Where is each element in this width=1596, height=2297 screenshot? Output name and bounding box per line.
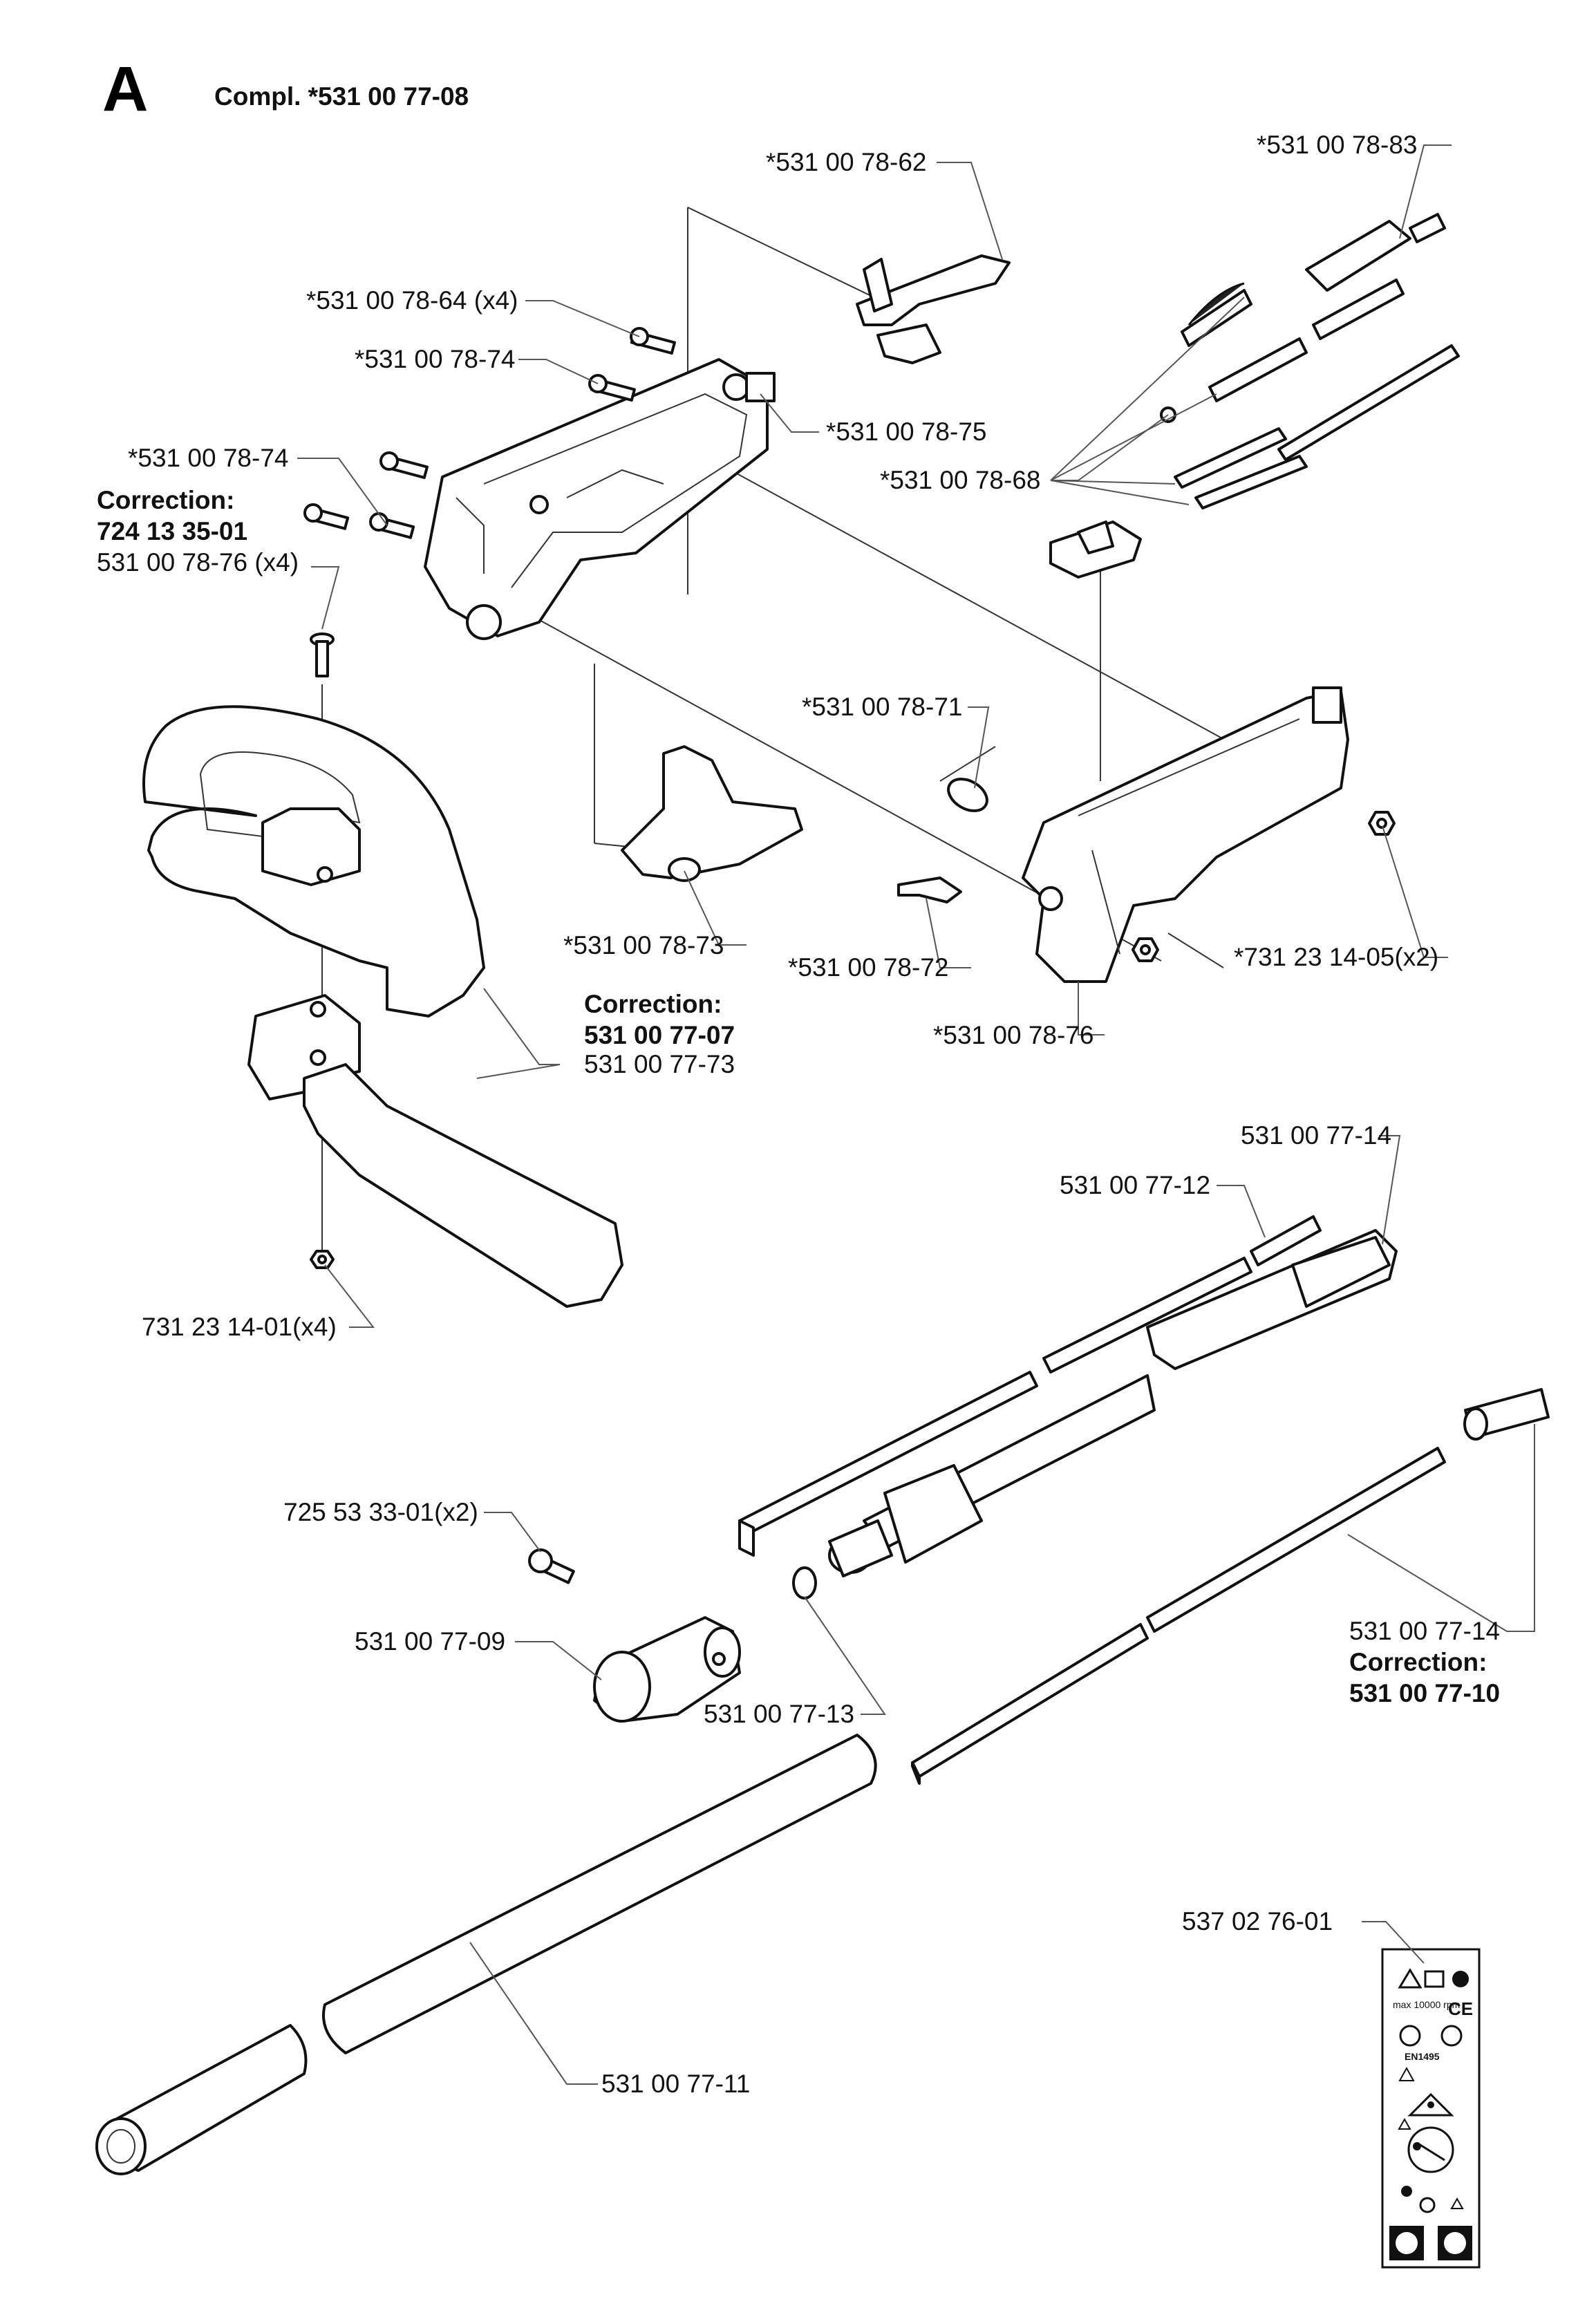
label-537-02-76-01: 537 02 76-01 <box>1182 1907 1333 1935</box>
label-531-00-78-72: *531 00 78-72 <box>788 953 948 982</box>
nut-icon <box>1132 937 1159 962</box>
label-531-00-77-14-top: 531 00 77-14 <box>1241 1121 1391 1150</box>
throttle-cable <box>1160 213 1460 509</box>
recycle-icon <box>1399 2025 1421 2047</box>
screw-icon <box>310 632 335 677</box>
label-531-00-78-62: *531 00 78-62 <box>766 148 926 176</box>
decal-ce: CE <box>1448 1998 1473 2019</box>
label-531-00-77-14-bottom: 531 00 77-14 <box>1349 1617 1500 1645</box>
correction-2-value: 531 00 77-07 <box>584 1021 735 1049</box>
leader-lines <box>297 144 1535 2085</box>
throttle-trigger <box>856 254 1011 364</box>
seal-ring <box>792 1566 817 1600</box>
correction-2-title: Correction: <box>584 990 722 1018</box>
correction-1-title: Correction: <box>97 486 234 514</box>
loop-handle <box>142 705 623 1308</box>
label-531-00-77-09: 531 00 77-09 <box>355 1627 505 1656</box>
bearing-tube <box>828 1229 1398 1577</box>
locking-plate <box>897 876 962 903</box>
label-531-00-78-74-upper: *531 00 78-74 <box>355 345 515 373</box>
retaining-clip <box>939 746 996 812</box>
inner-shaft <box>911 1388 1550 1785</box>
label-531-00-78-74-lower: *531 00 78-74 <box>128 444 288 472</box>
label-731-23-14-05: *731 23 14-05(x2) <box>1234 943 1438 971</box>
nut-pair <box>1132 811 1396 962</box>
screw-icon <box>379 451 429 479</box>
screw-icon <box>588 374 636 402</box>
label-531-00-78-68: *531 00 78-68 <box>880 466 1040 494</box>
decal-rpm: max 10000 rpm <box>1393 1999 1460 2010</box>
label-531-00-77-13: 531 00 77-13 <box>704 1700 854 1728</box>
warning-icon <box>1398 1968 1423 1989</box>
label-531-00-77-11: 531 00 77-11 <box>601 2070 750 2098</box>
label-531-00-77-73: 531 00 77-73 <box>584 1050 735 1078</box>
label-531-00-78-64: *531 00 78-64 (x4) <box>306 286 518 315</box>
nut-icon <box>310 1250 335 1269</box>
label-531-00-78-71: *531 00 78-71 <box>802 693 962 721</box>
manual-icon <box>1424 1970 1445 1988</box>
handle-housing-upper <box>424 358 776 640</box>
drive-shaft <box>738 1215 1322 1557</box>
clamp-screw <box>528 1548 575 1584</box>
label-531-00-78-76: *531 00 78-76 <box>933 1021 1093 1049</box>
assembly-title: Compl. *531 00 77-08 <box>214 82 469 111</box>
label-731-23-14-01: 731 23 14-01(x4) <box>142 1313 337 1341</box>
boots-icon <box>1401 2186 1464 2213</box>
handle-bolt <box>310 632 335 1269</box>
stop-switch <box>1049 521 1142 579</box>
no-bystanders-icon <box>1398 2092 1454 2130</box>
screw-set <box>303 327 676 539</box>
label-531-00-78-75: *531 00 78-75 <box>826 418 986 446</box>
warning-decal: max 10000 rpm CE EN1495 <box>1381 1948 1481 2269</box>
screw-icon <box>630 327 676 355</box>
screw-icon <box>369 512 415 539</box>
screw-icon <box>303 503 350 530</box>
decal-code: EN1495 <box>1405 2051 1440 2062</box>
label-531-00-78-76-x4: 531 00 78-76 (x4) <box>97 548 299 576</box>
label-531-00-77-12: 531 00 77-12 <box>1060 1171 1210 1199</box>
part-labels: *531 00 78-62 *531 00 78-83 *531 00 78-6… <box>97 131 1500 2098</box>
gloves-icon <box>1440 2025 1463 2047</box>
trigger-lock <box>621 745 803 882</box>
main-tube <box>95 1734 877 2175</box>
label-531-00-78-73: *531 00 78-73 <box>563 931 724 959</box>
helmet-icon <box>1452 1971 1469 1987</box>
label-531-00-78-83: *531 00 78-83 <box>1257 131 1417 159</box>
distance-icon <box>1407 2126 1454 2173</box>
correction-1-value: 724 13 35-01 <box>97 517 247 545</box>
handle-housing-lower <box>1022 686 1349 983</box>
nut-icon <box>1368 811 1396 836</box>
correction-3-value: 531 00 77-10 <box>1349 1679 1500 1707</box>
correction-3-title: Correction: <box>1349 1648 1487 1676</box>
screw-icon <box>528 1548 575 1584</box>
section-letter: A <box>102 54 148 124</box>
label-725-53-33-01: 725 53 33-01(x2) <box>283 1498 478 1526</box>
shaft-clamp <box>593 1616 741 1723</box>
